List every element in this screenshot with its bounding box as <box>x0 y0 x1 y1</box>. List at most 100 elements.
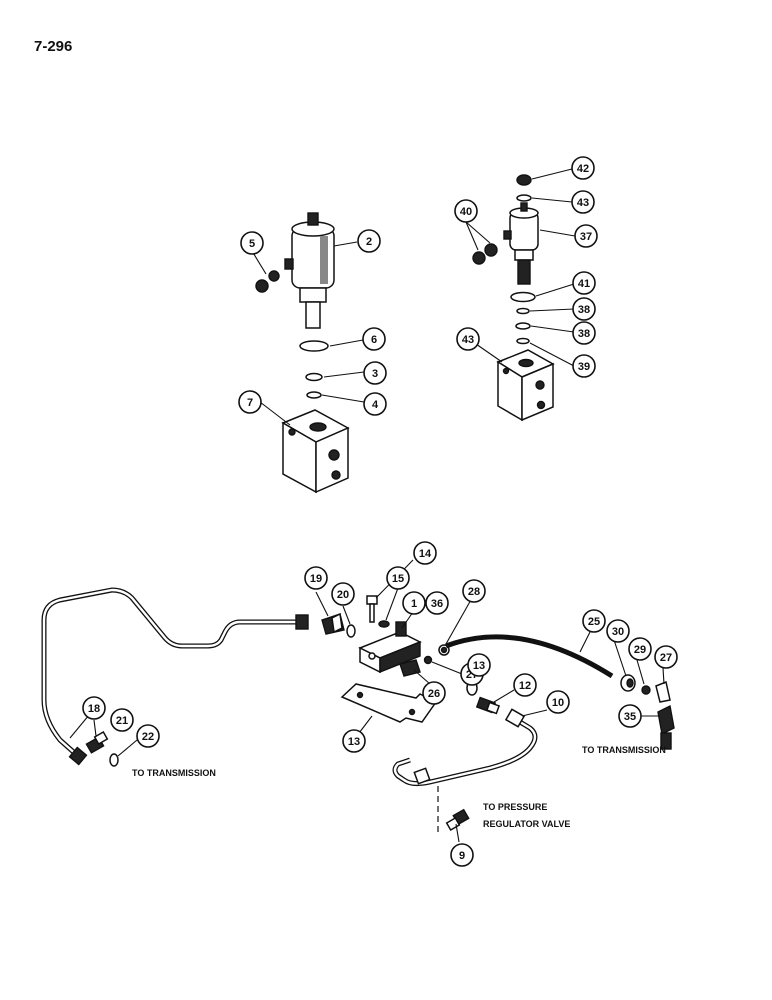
svg-text:40: 40 <box>460 206 472 218</box>
fitting-19 <box>321 612 345 635</box>
o-ring-40 <box>510 291 536 303</box>
o-ring-6 <box>299 340 329 352</box>
callout-20: 20 <box>331 582 355 606</box>
svg-text:25: 25 <box>588 616 600 628</box>
valve-block-right <box>496 349 555 422</box>
svg-text:27: 27 <box>660 652 672 664</box>
svg-text:35: 35 <box>624 711 636 723</box>
fitting-29 <box>620 674 636 692</box>
callout-43: 43 <box>456 327 480 351</box>
callout-13: 13 <box>342 729 366 753</box>
tube-nut-10b <box>413 767 431 785</box>
nut-41 <box>516 174 532 186</box>
callout-1: 1 <box>402 591 426 615</box>
svg-text:4: 4 <box>372 399 379 411</box>
o-ring-20 <box>346 624 356 638</box>
page-number: 7-296 <box>34 38 73 55</box>
fitting-25 <box>423 655 433 665</box>
callout-12: 13 <box>467 653 491 677</box>
callout-11: 12 <box>513 673 537 697</box>
leader-lines <box>69 168 665 843</box>
callout-36: 37 <box>574 224 598 248</box>
o-ring-28 <box>641 685 651 695</box>
valve-block-left <box>281 409 350 494</box>
svg-text:30: 30 <box>612 626 624 638</box>
solenoid-valve-left <box>284 212 335 329</box>
nut-pair-right <box>472 243 498 265</box>
svg-text:3: 3 <box>372 368 378 380</box>
svg-text:38: 38 <box>578 304 590 316</box>
elbow-24 <box>399 659 421 677</box>
callout-26: 28 <box>462 579 486 603</box>
solenoid-valve-right <box>503 202 539 285</box>
svg-text:22: 22 <box>142 731 154 743</box>
tube-18 <box>41 587 300 758</box>
fitting-21 <box>85 731 109 754</box>
callout-21: 21 <box>110 708 134 732</box>
valve-body-1 <box>358 621 422 674</box>
svg-text:7: 7 <box>247 397 253 409</box>
svg-text:1: 1 <box>411 598 417 610</box>
svg-text:5: 5 <box>249 238 255 250</box>
callout-37: 38 <box>572 321 596 345</box>
svg-text:39: 39 <box>578 361 590 373</box>
bracket-13 <box>340 683 438 723</box>
note-to-pressure-line1: TO PRESSURE <box>483 802 547 812</box>
svg-text:15: 15 <box>392 573 404 585</box>
fitting-27 <box>655 680 671 703</box>
tube-end-18 <box>68 746 88 766</box>
fitting-11 <box>475 696 501 715</box>
svg-text:21: 21 <box>116 715 128 727</box>
svg-text:19: 19 <box>310 573 322 585</box>
svg-text:18: 18 <box>88 703 100 715</box>
callout-19: 19 <box>304 566 328 590</box>
callout-2: 2 <box>357 229 381 253</box>
callout-40: 41 <box>572 271 596 295</box>
tube-nut-18 <box>295 614 309 630</box>
note-to-pressure-line2: REGULATOR VALVE <box>483 819 570 829</box>
callout-29: 30 <box>606 619 630 643</box>
callout-14: 14 <box>413 541 437 565</box>
hose-23 <box>445 634 614 679</box>
svg-text:43: 43 <box>577 197 589 209</box>
callout-6: 6 <box>362 327 386 351</box>
callout-27: 27 <box>654 645 678 669</box>
washer-42 <box>516 194 532 202</box>
callout-28: 29 <box>628 637 652 661</box>
callout-4: 4 <box>363 392 387 416</box>
o-ring-38b <box>516 337 530 345</box>
callout-41: 42 <box>571 156 595 180</box>
elbow-30 <box>657 704 675 750</box>
callout-38b: 39 <box>572 354 596 378</box>
note-to-transmission-left: TO TRANSMISSION <box>132 768 216 778</box>
svg-text:29: 29 <box>634 644 646 656</box>
callout-39: 40 <box>454 199 478 223</box>
svg-text:6: 6 <box>371 334 377 346</box>
svg-text:28: 28 <box>468 586 480 598</box>
svg-text:20: 20 <box>337 589 349 601</box>
fitting-9 <box>445 808 470 831</box>
svg-text:10: 10 <box>552 697 564 709</box>
callout-5: 5 <box>240 231 264 255</box>
callout-7: 7 <box>238 390 262 414</box>
callout-42: 43 <box>571 190 595 214</box>
svg-text:13: 13 <box>473 660 485 672</box>
callout-30: 35 <box>618 704 642 728</box>
svg-text:43: 43 <box>462 334 474 346</box>
svg-text:36: 36 <box>431 598 443 610</box>
callout-22: 22 <box>136 724 160 748</box>
washer-15 <box>378 620 390 628</box>
svg-text:41: 41 <box>578 278 590 290</box>
o-ring-22 <box>109 753 119 767</box>
svg-text:26: 26 <box>428 688 440 700</box>
svg-text:42: 42 <box>577 163 589 175</box>
svg-text:38: 38 <box>578 328 590 340</box>
svg-text:9: 9 <box>459 850 465 862</box>
tube-nut-10a <box>504 708 526 728</box>
svg-text:14: 14 <box>419 548 432 560</box>
o-ring-3 <box>305 372 323 382</box>
svg-text:37: 37 <box>580 231 592 243</box>
callout-9: 9 <box>450 843 474 867</box>
callout-24: 26 <box>422 681 446 705</box>
